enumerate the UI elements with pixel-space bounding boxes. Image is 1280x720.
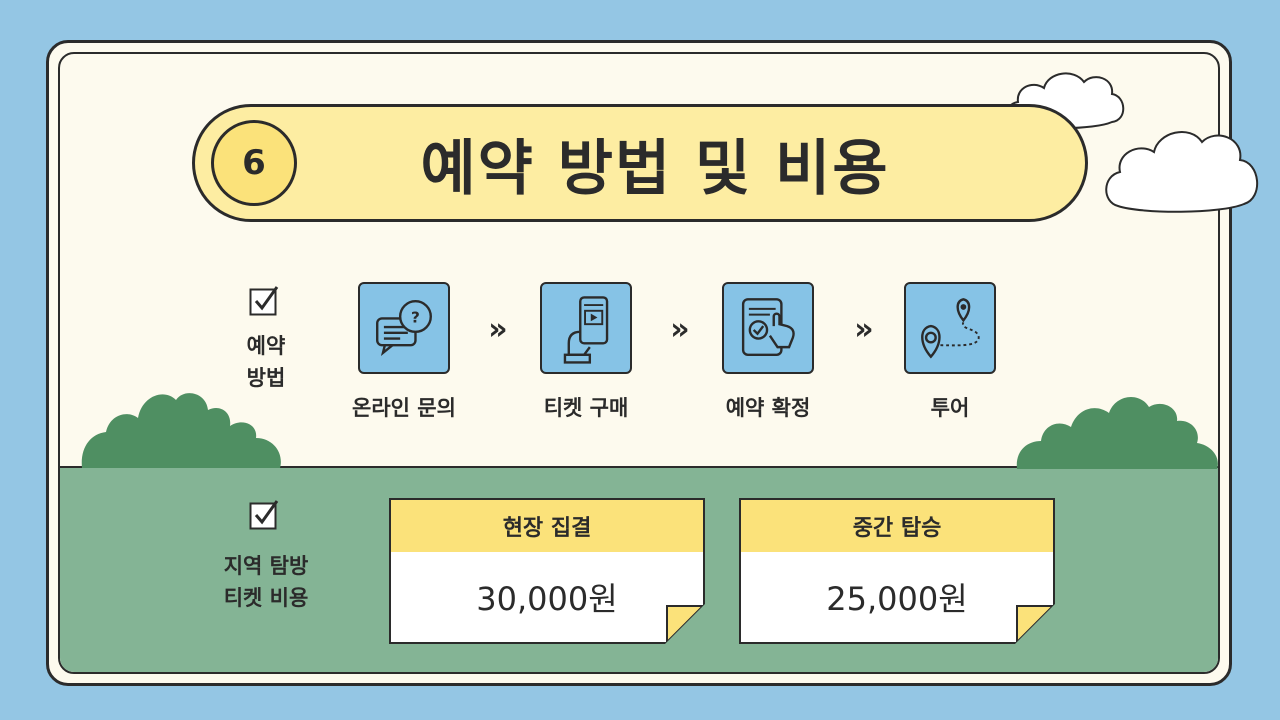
chevron-right-icon: » (854, 312, 874, 347)
booking-label-line2: 방법 (246, 366, 286, 390)
step-label-ticket: 티켓 구매 (543, 396, 629, 420)
price-card-onsite: 현장 집결 30,000원 (389, 498, 705, 644)
pricing-label: 지역 탐방 티켓 비용 (206, 550, 326, 614)
phone-ticket-icon (540, 282, 632, 374)
price-card-value: 30,000원 (476, 580, 618, 618)
price-card-midway: 중간 탑승 25,000원 (739, 498, 1055, 644)
pricing-label-line1: 지역 탐방 (223, 554, 309, 578)
cloud-large (1105, 131, 1259, 213)
page-fold-icon (665, 604, 705, 644)
price-card-title: 중간 탑승 (741, 500, 1053, 552)
chat-question-icon: ? (358, 282, 450, 374)
phone-confirm-icon (722, 282, 814, 374)
title-banner: 6 예약 방법 및 비용 (192, 104, 1088, 222)
price-card-title: 현장 집결 (391, 500, 703, 552)
svg-text:?: ? (411, 308, 420, 326)
step-label-tour: 투어 (930, 396, 970, 420)
chevron-right-icon: » (488, 312, 508, 347)
checkbox-checked-icon (249, 286, 279, 316)
chevron-right-icon: » (670, 312, 690, 347)
booking-label-line1: 예약 (246, 334, 286, 358)
step-label-inquiry: 온라인 문의 (352, 396, 456, 420)
left-bush (81, 393, 281, 468)
section-number: 6 (211, 120, 297, 206)
booking-label: 예약 방법 (206, 330, 326, 394)
checkbox-checked-icon (249, 500, 279, 530)
price-card-value: 25,000원 (826, 580, 968, 618)
page-title: 예약 방법 및 비용 (420, 133, 890, 204)
step-label-confirm: 예약 확정 (725, 396, 811, 420)
map-route-icon (904, 282, 996, 374)
right-bush (1016, 396, 1218, 469)
pricing-label-line2: 티켓 비용 (223, 586, 309, 610)
page-fold-icon (1015, 604, 1055, 644)
